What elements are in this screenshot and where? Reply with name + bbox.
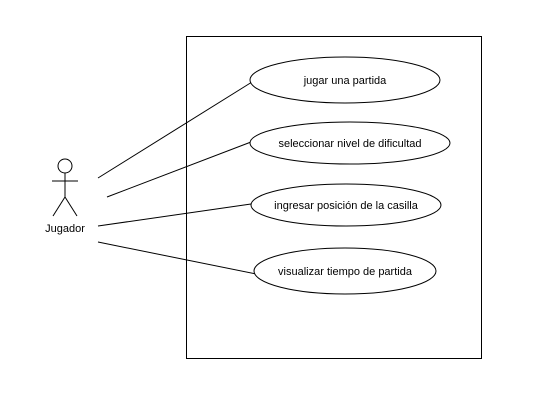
association-jugar-una-partida — [97, 81, 253, 179]
actor-label: Jugador — [45, 223, 85, 235]
use-case-label: visualizar tiempo de partida — [278, 266, 413, 278]
use-case-ellipse — [253, 247, 437, 295]
association-visualizar-tiempo — [97, 241, 257, 275]
association-seleccionar-nivel — [106, 141, 252, 198]
actor-left-leg — [52, 196, 66, 217]
use-case-label: jugar una partida — [303, 75, 387, 87]
actor-right-leg — [64, 196, 78, 217]
use-case-visualizar-tiempo-de-partida[interactable]: visualizar tiempo de partida — [253, 247, 437, 295]
system-boundary — [186, 36, 482, 359]
use-case-label: seleccionar nivel de dificultad — [278, 138, 421, 150]
use-case-label: ingresar posición de la casilla — [274, 200, 419, 212]
association-ingresar-posicion — [97, 203, 252, 227]
actor-jugador[interactable]: Jugador — [45, 158, 85, 235]
actor-head — [57, 158, 73, 174]
use-case-seleccionar-nivel-de-dificultad[interactable]: seleccionar nivel de dificultad — [249, 121, 451, 165]
use-case-jugar-una-partida[interactable]: jugar una partida — [249, 56, 441, 104]
use-case-ellipse — [249, 56, 441, 104]
use-case-ellipse — [250, 183, 442, 227]
use-case-ellipse — [249, 121, 451, 165]
use-case-ingresar-posicion-de-la-casilla[interactable]: ingresar posición de la casilla — [250, 183, 442, 227]
